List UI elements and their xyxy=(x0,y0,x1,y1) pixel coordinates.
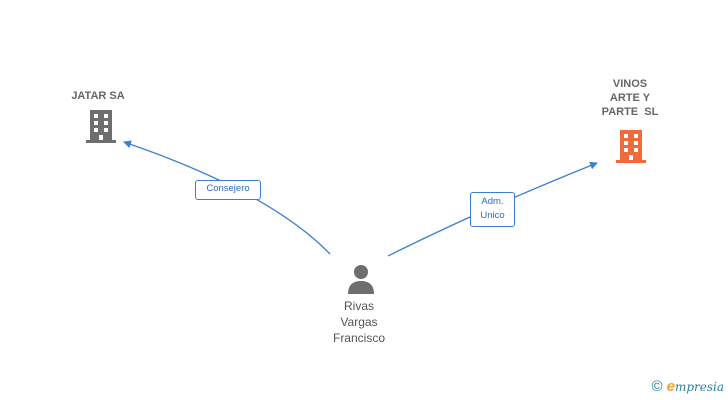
company-name-jatar[interactable]: JATAR SA xyxy=(71,90,125,102)
edge-label-adm-unico[interactable]: Adm. Unico xyxy=(470,192,515,227)
empresia-watermark: © empresia xyxy=(652,378,724,395)
person-name[interactable]: Rivas Vargas Francisco xyxy=(309,298,409,346)
edge-label-line: Unico xyxy=(480,210,505,221)
brand-logo: empresia xyxy=(667,378,724,395)
company-name-line: PARTE SL xyxy=(601,106,659,118)
company-name-line: ARTE Y xyxy=(609,92,651,104)
edge-label-line: Adm. xyxy=(481,196,504,207)
company-name-line: VINOS xyxy=(612,78,648,90)
company-name-vinos[interactable]: VINOS ARTE Y PARTE SL xyxy=(580,77,680,119)
person-name-line: Vargas xyxy=(340,315,378,329)
person-name-line: Francisco xyxy=(332,331,385,345)
person-name-line: Rivas xyxy=(343,299,374,313)
edge-label-consejero[interactable]: Consejero xyxy=(195,180,261,200)
building-icon[interactable] xyxy=(616,128,646,164)
building-icon[interactable] xyxy=(86,108,116,144)
brand-rest: mpresia xyxy=(674,380,724,394)
person-icon[interactable] xyxy=(346,263,376,295)
copyright-icon: © xyxy=(651,378,663,395)
brand-initial: e xyxy=(666,378,675,395)
